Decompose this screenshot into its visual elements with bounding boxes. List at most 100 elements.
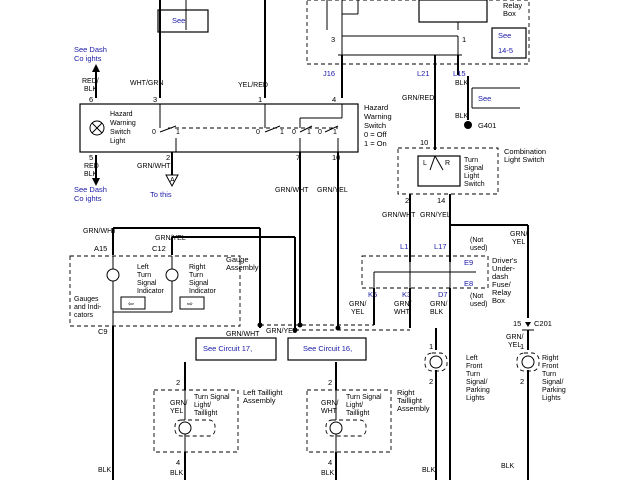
connector-l15: L15	[453, 69, 466, 78]
to-this-link[interactable]: To this	[150, 190, 172, 199]
connector-a15: A15	[94, 244, 107, 253]
combo-label-1: Turn	[464, 157, 478, 164]
gauge-wire-grn-wht: GRN/WHT	[83, 228, 117, 235]
not-used-1-line2: used)	[470, 245, 488, 252]
right-tail-title-3: Assembly	[397, 404, 430, 413]
hazard-switch-title-1: Hazard	[364, 103, 388, 112]
switch-d-0: 0	[318, 129, 322, 136]
right-front-pin-2: 2	[520, 377, 524, 386]
hazard-light-label-4: Light	[110, 138, 125, 145]
hazard-pin-7: 7	[296, 153, 300, 162]
connector-l17: L17	[434, 242, 447, 251]
right-tail-pin-4: 4	[328, 458, 332, 467]
right-tail-label-3: Taillight	[346, 410, 369, 417]
left-front-label-6: Lights	[466, 395, 485, 402]
see-link-14-5-line1[interactable]: See	[498, 31, 511, 40]
combo-title-2: Light Switch	[504, 155, 544, 164]
connector-e8: E8	[464, 279, 473, 288]
not-used-1-line1: (Not	[470, 237, 483, 244]
left-tail-outline	[153, 389, 239, 453]
connector-d7: D7	[438, 290, 448, 299]
switch-b-1: 1	[280, 129, 284, 136]
hazard-light-label-1: Hazard	[110, 111, 133, 118]
left-tail-wire-1: GRN/	[170, 400, 188, 407]
gauge-title-1: Gauge	[226, 255, 249, 264]
fuse-title-4: Fuse/	[492, 280, 512, 289]
circuit-wire-grn-yel: GRN/YEL	[266, 328, 297, 335]
connector-c9: C9	[98, 327, 108, 336]
right-tail-outline	[306, 389, 392, 453]
see-link-right[interactable]: See	[478, 94, 491, 103]
connector-k5: K5	[368, 290, 377, 299]
see-dash-bottom-line1[interactable]: See Dash	[74, 185, 107, 194]
connector-e9: E9	[464, 258, 473, 267]
see-dash-top-line2[interactable]: Co ights	[74, 54, 102, 63]
left-indicator-2: Turn	[137, 272, 151, 279]
relay-component	[418, 0, 488, 23]
left-taillight-assembly: 2 GRN/ YEL Turn Signal Light/ Taillight …	[153, 362, 283, 480]
see-dash-top-line1[interactable]: See Dash	[74, 45, 107, 54]
wire-grn-yel-10: GRN/YEL	[317, 187, 348, 194]
see-box-14-5[interactable]	[491, 27, 527, 59]
connector-c201-pin: 15	[513, 319, 521, 328]
right-tail-title-2: Taillight	[397, 396, 423, 405]
right-tail-wire-2: WHT	[321, 408, 338, 415]
top-section: See Relay Box 3 1 See 14-5 J16 L21 L15 B…	[157, 0, 530, 130]
wire-wht-grn: WHT/GRN	[130, 80, 163, 87]
connector-c12: C12	[152, 244, 166, 253]
gauge-side-2: and Indi-	[74, 304, 102, 311]
right-tail-wire-1: GRN/	[321, 400, 339, 407]
combo-label-3: Light	[464, 173, 479, 180]
see-circuit-17-link[interactable]: See Circuit 17,	[203, 344, 252, 353]
switch-c-0: 0	[292, 129, 296, 136]
left-tail-label-3: Taillight	[194, 410, 217, 417]
right-front-wire-2: YEL	[508, 342, 521, 349]
not-used-2-line2: used)	[470, 301, 488, 308]
combo-wire-grn-wht: GRN/WHT	[382, 212, 416, 219]
right-front-label-6: Lights	[542, 395, 561, 402]
combo-switch-inner	[417, 155, 461, 187]
ground-a-icon	[165, 174, 179, 188]
hazard-light-label-2: Warning	[110, 120, 136, 127]
left-references: See Dash Co ights See Dash Co ights To t…	[74, 45, 172, 203]
see-circuit-17-box[interactable]	[195, 337, 277, 361]
left-arrow-icon	[120, 296, 146, 310]
combo-label-2: Signal	[464, 165, 484, 172]
relay-box-outline	[306, 0, 530, 65]
see-dash-bottom-line2[interactable]: Co ights	[74, 194, 102, 203]
see-circuit-16-box[interactable]	[287, 337, 367, 361]
left-front-label-5: Parking	[466, 387, 490, 394]
right-front-label-2: Front	[542, 363, 558, 370]
right-tail-title-1: Right	[397, 388, 415, 397]
wire-red-blk-1: RED/	[82, 78, 99, 85]
relay-pin-1: 1	[462, 35, 466, 44]
connector-c201-icon	[525, 322, 531, 327]
left-tail-title-1: Left Taillight	[243, 388, 283, 397]
fuse-box-outline	[361, 255, 489, 289]
left-front-label-4: Signal/	[466, 379, 487, 386]
hazard-switch-off: 0 = Off	[364, 130, 388, 139]
right-indicator-4: Indicator	[189, 288, 217, 295]
left-tail-label-2: Light/	[194, 402, 211, 409]
right-indicator-3: Signal	[189, 280, 209, 287]
left-front-pin-2: 2	[429, 377, 433, 386]
combo-pin-10: 10	[420, 138, 428, 147]
wire-grn-yel-k5-2: YEL	[351, 309, 364, 316]
see-box-top[interactable]	[157, 9, 209, 33]
hazard-light-bulb-icon	[89, 120, 105, 136]
left-indicator-4: Indicator	[137, 288, 165, 295]
left-front-bulb-icon	[429, 355, 443, 369]
see-link-top[interactable]: See	[172, 16, 185, 25]
hazard-switch-on: 1 = On	[364, 139, 387, 148]
left-front-lights: 1 2 Left Front Turn Signal/ Parking Ligh…	[422, 328, 490, 480]
right-front-wire-blk: BLK	[501, 463, 515, 470]
left-front-label-1: Left	[466, 355, 478, 362]
wire-grn-yel-k5-1: GRN/	[349, 301, 367, 308]
hazard-switch-outline	[79, 103, 359, 153]
see-circuit-16-link[interactable]: See Circuit 16,	[303, 344, 352, 353]
see-link-14-5-line2[interactable]: 14-5	[498, 46, 513, 55]
combo-wire-grn-yel: GRN/YEL	[420, 212, 451, 219]
fuse-wire-grn-yel-right-1: GRN/	[510, 231, 528, 238]
wire-grn-wht-7: GRN/WHT	[275, 187, 309, 194]
